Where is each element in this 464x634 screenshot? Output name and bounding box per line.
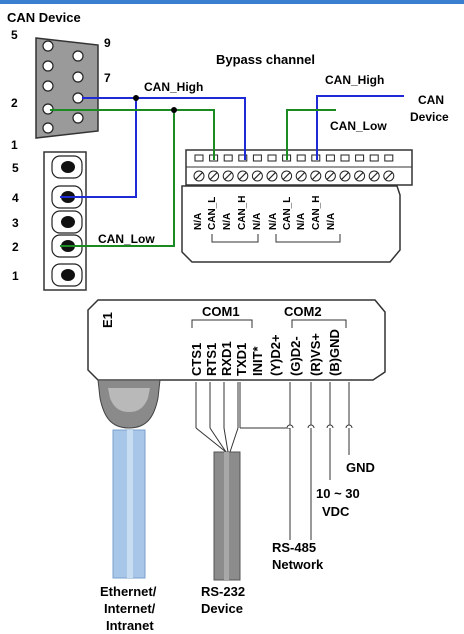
- db9-pin-1-label: 1: [11, 138, 18, 152]
- bypass-pin-label: N/A: [296, 213, 307, 230]
- terminal-pin-5: [61, 161, 75, 173]
- can-low-wire: [50, 107, 336, 247]
- e1-label: E1: [100, 312, 115, 328]
- rs485-label-1: RS-485: [272, 540, 316, 555]
- db9-pin-9-label: 9: [104, 36, 111, 50]
- terminal-pin-label: 2: [12, 240, 19, 254]
- terminal-pin-label: 1: [12, 269, 19, 283]
- can-low-label-left: CAN_Low: [98, 232, 155, 246]
- com-pin-label: INIT*: [250, 345, 265, 376]
- ethernet-plug: [97, 379, 161, 579]
- terminal-block: [43, 151, 87, 291]
- com-pin-label: RXD1: [219, 341, 234, 376]
- can-device-right-label-2: Device: [410, 110, 449, 124]
- bypass-pin-label: N/A: [326, 213, 337, 230]
- bypass-pin-label: CAN_L: [282, 197, 293, 230]
- main-module: [87, 299, 386, 381]
- gnd-label: GND: [346, 460, 375, 475]
- db9-connector: [35, 37, 99, 139]
- can-high-label-right: CAN_High: [325, 73, 384, 87]
- terminal-pin-label: 3: [12, 216, 19, 230]
- terminal-pin-label: 4: [12, 191, 19, 205]
- ethernet-label-2: Internet/: [104, 601, 156, 616]
- com-pin-label: (B)GND: [327, 329, 342, 376]
- bypass-pin-label: N/A: [268, 213, 279, 230]
- vdc-label-2: VDC: [322, 504, 350, 519]
- can-high-wire: [60, 95, 404, 198]
- ethernet-label-1: Ethernet/: [100, 584, 157, 599]
- can-device-title: CAN Device: [7, 10, 81, 25]
- com-pin-label: CTS1: [189, 343, 204, 376]
- com2-label: COM2: [284, 304, 322, 319]
- com-pin-label: RTS1: [204, 343, 219, 376]
- com-pin-label: (Y)D2+: [268, 334, 283, 376]
- db9-pin-7-label: 7: [104, 71, 111, 85]
- terminal-pin-1: [61, 269, 75, 281]
- db9-pin-5-label: 5: [11, 28, 18, 42]
- bypass-pin-label: CAN_L: [207, 197, 218, 230]
- bypass-pin-label: N/A: [193, 213, 204, 230]
- com2-wires: [239, 382, 353, 540]
- db9-pin-2-label: 2: [11, 96, 18, 110]
- bypass-pin-label: N/A: [222, 213, 233, 230]
- com1-label: COM1: [202, 304, 240, 319]
- bypass-pin-label: CAN_H: [311, 196, 322, 230]
- bypass-pin-label: CAN_H: [237, 196, 248, 230]
- can-low-label-right: CAN_Low: [330, 119, 387, 133]
- can-high-label-left: CAN_High: [144, 80, 203, 94]
- terminal-pin-label: 5: [12, 161, 19, 175]
- rs232-label-1: RS-232: [201, 584, 245, 599]
- bypass-channel-label: Bypass channel: [216, 52, 315, 67]
- terminal-pin-3: [61, 216, 75, 228]
- rs232-label-2: Device: [201, 601, 243, 616]
- bypass-terminal: [181, 149, 413, 263]
- rs485-label-2: Network: [272, 557, 324, 572]
- can-device-right-label-1: CAN: [418, 93, 444, 107]
- com-pin-label: TXD1: [234, 343, 249, 376]
- ethernet-label-3: Intranet: [106, 618, 154, 633]
- vdc-label-1: 10 ~ 30: [316, 486, 360, 501]
- bypass-pin-label: N/A: [252, 213, 263, 230]
- top-strip: [0, 0, 464, 4]
- com-pin-label: (R)VS+: [308, 333, 323, 376]
- rs232-cable: [195, 382, 241, 581]
- com-pin-label: (G)D2-: [288, 336, 303, 376]
